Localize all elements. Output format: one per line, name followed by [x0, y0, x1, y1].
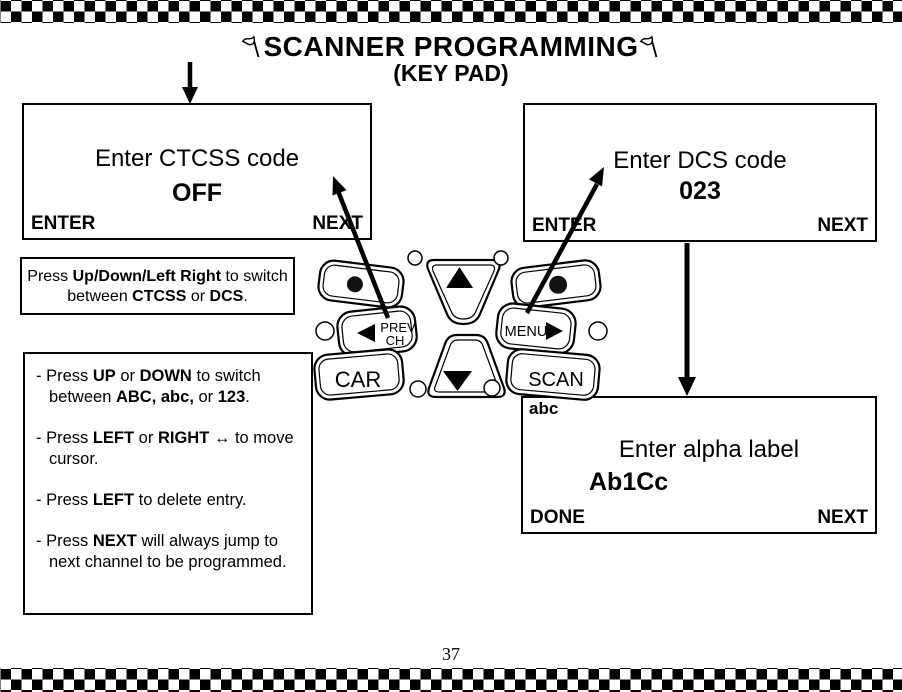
- dcs-value: 023: [679, 177, 721, 205]
- dcs-screen: Enter DCS code 023 ENTER NEXT: [523, 103, 877, 242]
- down-button: [427, 333, 506, 399]
- flag-icon: [639, 35, 657, 58]
- left-arrow-icon: [357, 324, 375, 342]
- instruction-item: - Press LEFT to delete entry.: [36, 491, 247, 509]
- svg-text:MENU: MENU: [505, 324, 548, 340]
- alpha-prompt: Enter alpha label: [618, 436, 800, 463]
- switch-mode-note-text: Press Up/Down/Left Right to switch betwe…: [27, 268, 288, 305]
- scan-button: SCAN: [505, 348, 601, 401]
- keypad-illustration: PREV CH MENU: [313, 250, 608, 401]
- down-arrow-icon: [443, 371, 472, 391]
- ctcss-value: OFF: [172, 179, 222, 207]
- page-number: 37: [442, 644, 460, 664]
- screw-holes: [315, 250, 608, 398]
- title-text: SCANNER PROGRAMMING: [263, 31, 639, 62]
- ctcss-screen: Enter CTCSS code OFF ENTER NEXT: [22, 103, 372, 240]
- up-button: [426, 258, 501, 326]
- instruction-item: - Press UP or DOWN to switch between ABC…: [36, 367, 261, 406]
- alpha-softkey-done: DONE: [530, 507, 585, 528]
- key-instructions-box: - Press UP or DOWN to switch between ABC…: [23, 352, 313, 615]
- alpha-label-screen: abc Enter alpha label Ab1Cc DONE NEXT: [521, 396, 877, 534]
- menu-button: MENU: [495, 302, 577, 355]
- alpha-mode-indicator: abc: [529, 399, 559, 418]
- svg-text:SCAN: SCAN: [528, 369, 584, 391]
- arrow-dcs-to-alpha-screen: [678, 243, 696, 396]
- dcs-prompt: Enter DCS code: [613, 147, 787, 174]
- flag-icon: [242, 35, 260, 58]
- svg-text:CAR: CAR: [335, 367, 381, 392]
- ctcss-prompt: Enter CTCSS code: [94, 145, 300, 172]
- dcs-softkey-enter: ENTER: [532, 215, 597, 236]
- ctcss-softkey-next: NEXT: [312, 213, 363, 234]
- page-title: SCANNER PROGRAMMING: [0, 31, 902, 63]
- dcs-softkey-next: NEXT: [817, 215, 868, 236]
- up-arrow-icon: [446, 267, 473, 288]
- page-subtitle: (KEY PAD): [393, 60, 509, 86]
- ctcss-softkey-enter: ENTER: [31, 213, 96, 234]
- svg-text:CH: CH: [386, 333, 405, 348]
- alpha-value: Ab1Cc: [589, 468, 669, 496]
- right-dot-button: [510, 259, 602, 309]
- checkered-border-top: [0, 0, 902, 23]
- svg-text:PREV: PREV: [380, 320, 416, 335]
- instruction-item: - Press NEXT will always jump to next ch…: [36, 532, 287, 571]
- checkered-border-bottom: [0, 668, 902, 692]
- car-button: CAR: [313, 348, 405, 401]
- alpha-softkey-next: NEXT: [817, 507, 868, 528]
- right-arrow-icon: [546, 322, 563, 340]
- instruction-item: - Press LEFT or RIGHT ↔ to move cursor.: [36, 429, 294, 468]
- switch-mode-note: Press Up/Down/Left Right to switch betwe…: [20, 257, 295, 315]
- left-dot-button: [317, 259, 405, 309]
